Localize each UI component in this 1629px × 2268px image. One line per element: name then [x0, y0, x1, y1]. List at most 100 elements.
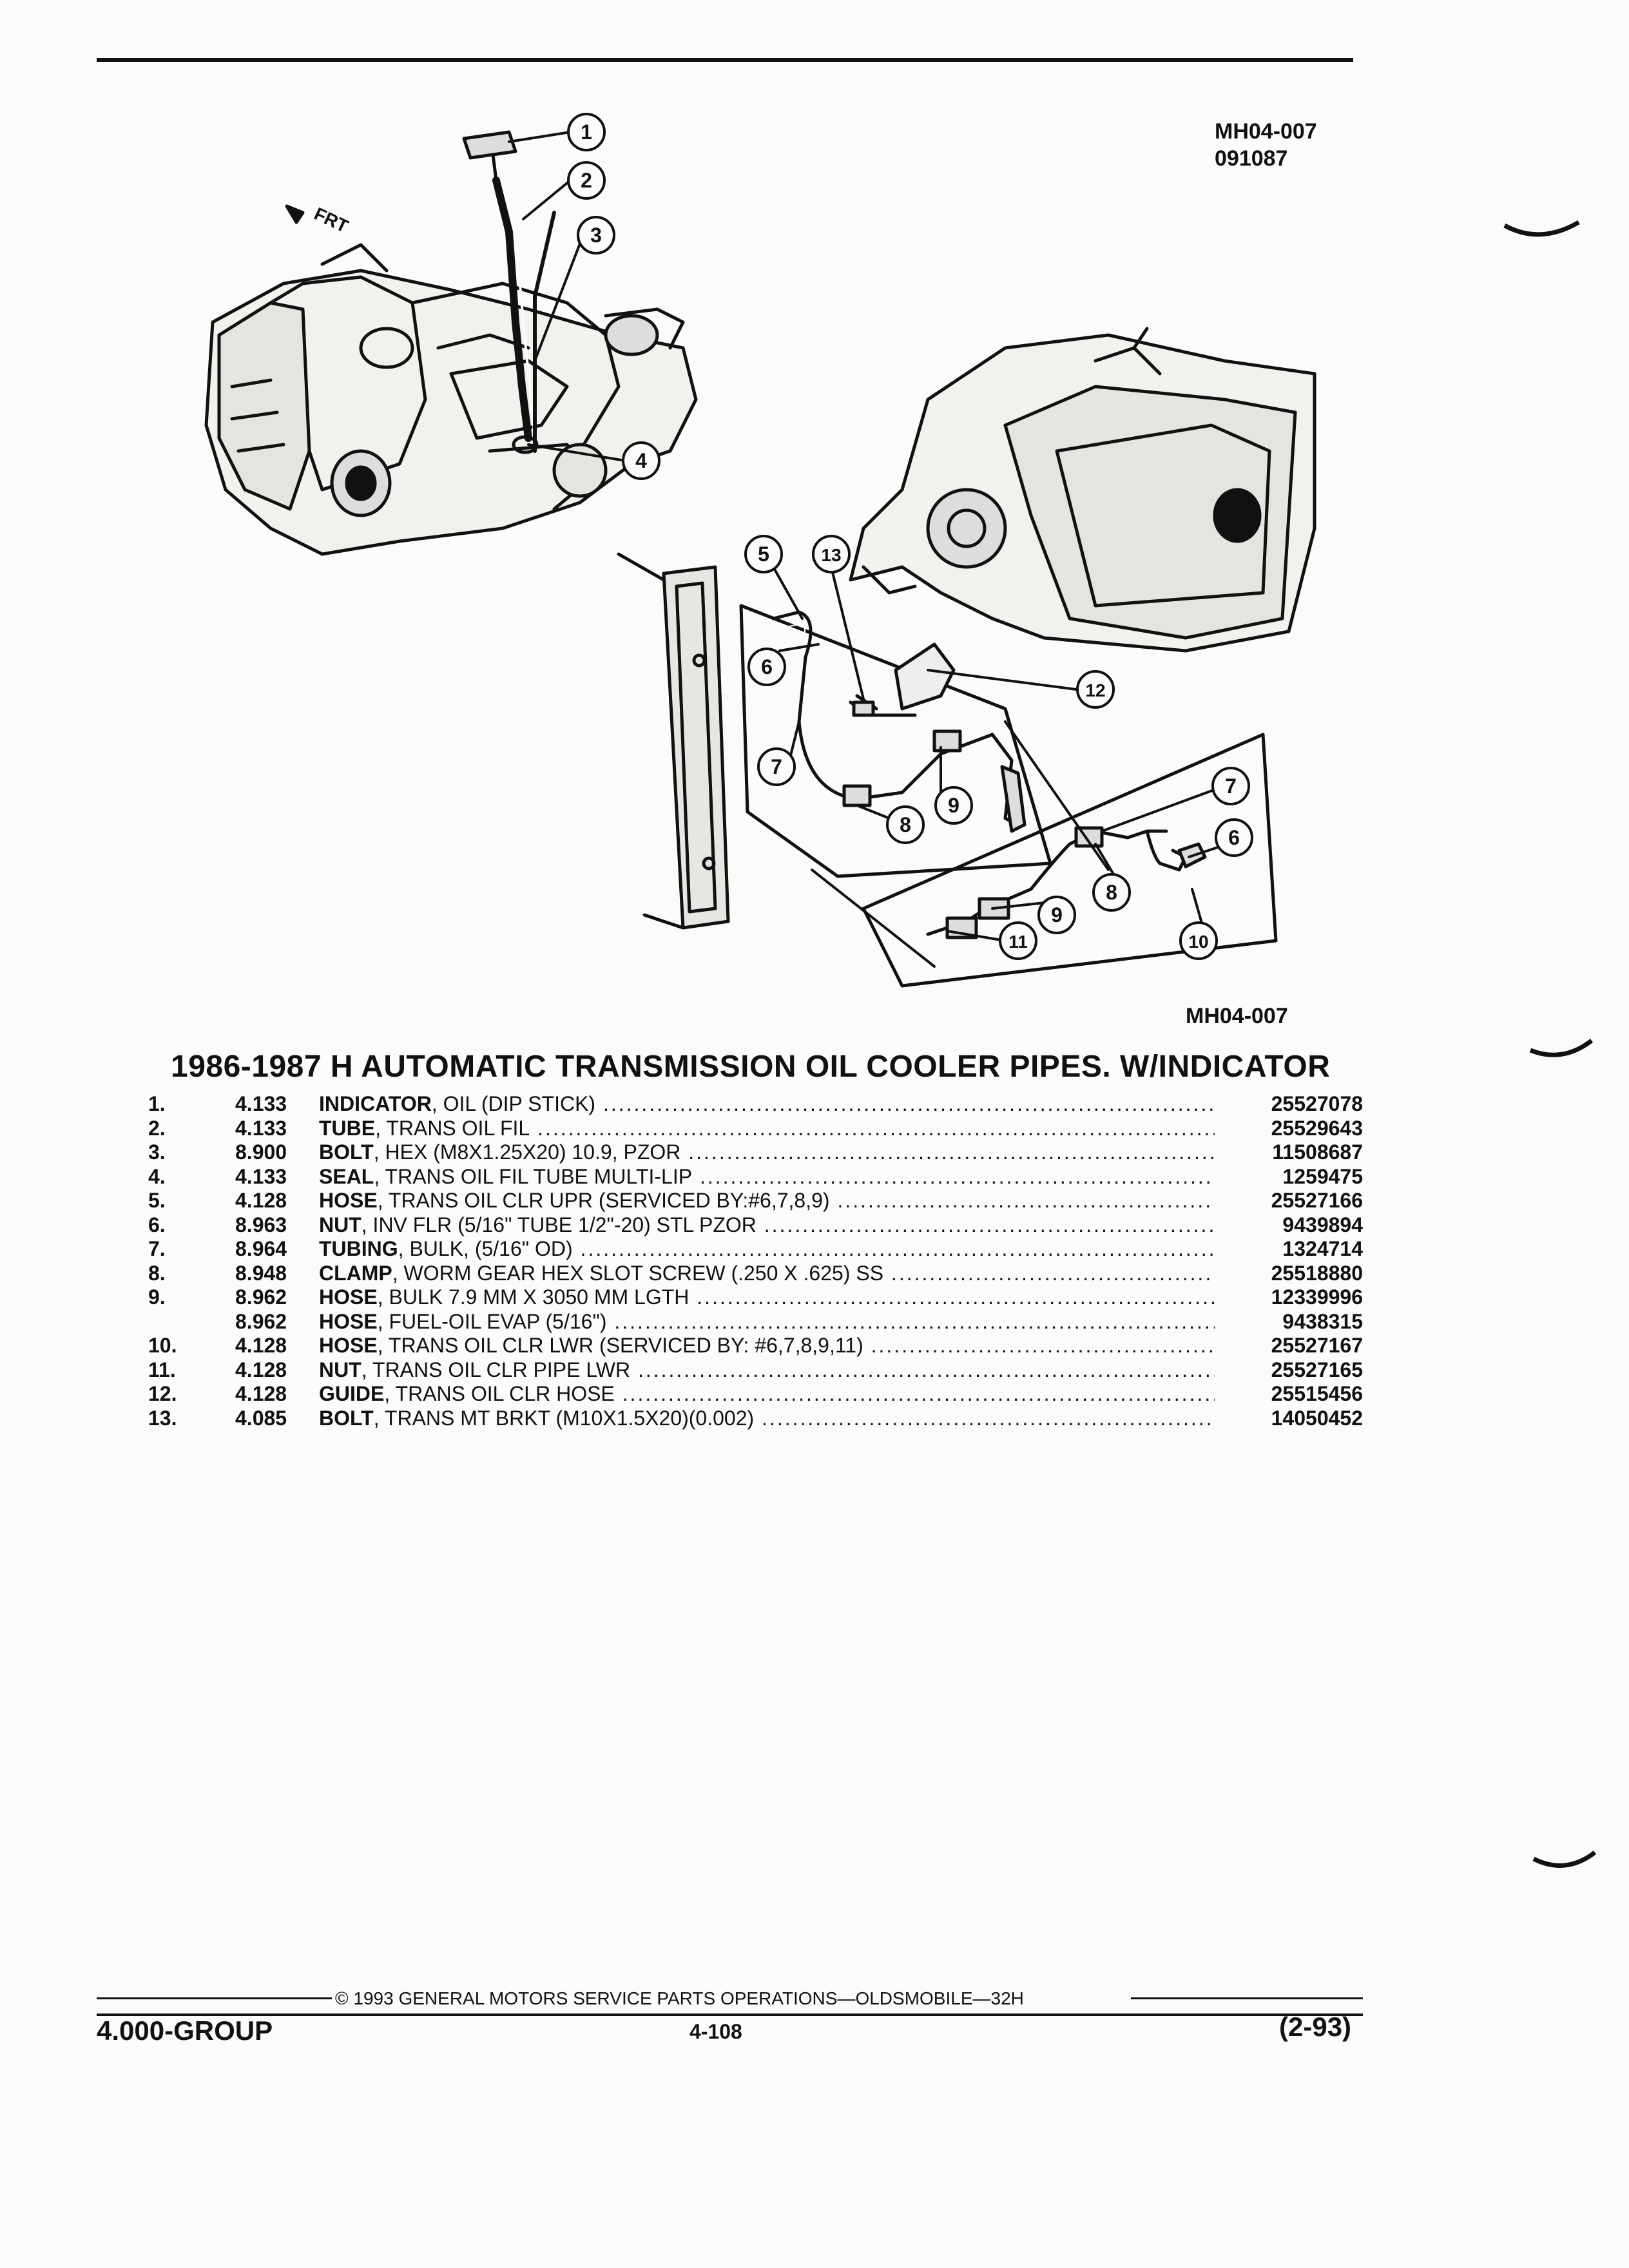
- part-description: BOLT, TRANS MT BRKT (M10X1.5X20)(0.002): [319, 1407, 1215, 1431]
- part-description: TUBING, BULK, (5/16" OD): [319, 1237, 1215, 1262]
- part-name: HOSE: [319, 1189, 378, 1212]
- part-detail: , BULK 7.9 MM X 3050 MM LGTH: [377, 1285, 689, 1309]
- group-label: 4.000-GROUP: [97, 2015, 273, 2046]
- item-number: 1.: [148, 1092, 166, 1115]
- upper-hose-drawing: [739, 604, 1052, 878]
- part-name: BOLT: [319, 1406, 374, 1430]
- group-code: 8.962: [235, 1309, 287, 1333]
- footer-rule-bottom: [97, 2013, 1363, 2016]
- part-name: CLAMP: [319, 1261, 392, 1285]
- part-description: HOSE, TRANS OIL CLR LWR (SERVICED BY: #6…: [319, 1334, 1215, 1358]
- part-number: 25515456: [1221, 1382, 1363, 1407]
- part-name: HOSE: [319, 1334, 378, 1357]
- radiator-tank-drawing: [617, 552, 730, 930]
- callout-label: 2: [581, 169, 592, 192]
- callout-label: 5: [758, 543, 769, 566]
- dipstick-drawing: [462, 130, 556, 454]
- group-code: 4.128: [235, 1189, 287, 1212]
- part-number: 1259475: [1221, 1164, 1363, 1189]
- part-description: INDICATOR, OIL (DIP STICK): [319, 1092, 1215, 1117]
- part-name: INDICATOR: [319, 1092, 432, 1115]
- group-code: 4.128: [235, 1358, 287, 1381]
- figure-code: MH04-007: [1215, 119, 1317, 144]
- part-number: 9439894: [1221, 1213, 1363, 1237]
- callout-label: 9: [948, 794, 959, 817]
- transaxle-left-drawing: [204, 243, 698, 556]
- parts-row: 7. 8.964 TUBING, BULK, (5/16" OD)1324714: [148, 1237, 1363, 1262]
- part-number: 25527166: [1221, 1189, 1363, 1213]
- callout-label: 3: [590, 224, 602, 247]
- item-number: 6.: [148, 1213, 166, 1236]
- part-description: CLAMP, WORM GEAR HEX SLOT SCREW (.250 X …: [319, 1262, 1215, 1286]
- part-detail: , INV FLR (5/16" TUBE 1/2"-20) STL PZOR: [361, 1213, 757, 1236]
- leader-lines: [508, 131, 1229, 968]
- part-detail: , TRANS OIL CLR HOSE: [384, 1382, 615, 1405]
- item-number: 13.: [148, 1406, 177, 1430]
- group-code: 4.128: [235, 1382, 287, 1405]
- part-number: 14050452: [1221, 1406, 1363, 1430]
- part-detail: , HEX (M8X1.25X20) 10.9, PZOR: [373, 1140, 681, 1164]
- parts-row: 13. 4.085 BOLT, TRANS MT BRKT (M10X1.5X20)…: [148, 1406, 1363, 1431]
- part-number: 25518880: [1221, 1261, 1363, 1285]
- part-detail: , TRANS OIL CLR UPR (SERVICED BY:#6,7,8,…: [377, 1189, 830, 1212]
- callout-label: 8: [1106, 881, 1117, 904]
- item-number: 8.: [148, 1261, 166, 1285]
- parts-row: 3. 8.900 BOLT, HEX (M8X1.25X20) 10.9, PZOR…: [148, 1140, 1363, 1165]
- figure-code-bottom: MH04-007: [1186, 1004, 1288, 1028]
- part-detail: , OIL (DIP STICK): [431, 1092, 596, 1115]
- item-number: 2.: [148, 1116, 166, 1140]
- footer-rule-right: [1131, 1997, 1363, 1999]
- item-number: 7.: [148, 1237, 166, 1260]
- item-number: 12.: [148, 1382, 177, 1405]
- parts-row: 8. 8.948 CLAMP, WORM GEAR HEX SLOT SCREW (…: [148, 1261, 1363, 1286]
- footer-rule-left: [97, 1997, 332, 1999]
- group-code: 8.964: [235, 1237, 287, 1260]
- group-code: 4.128: [235, 1334, 287, 1357]
- revision-date: (2-93): [1279, 2012, 1352, 2042]
- part-detail: , TRANS OIL CLR LWR (SERVICED BY: #6,7,8…: [377, 1334, 863, 1357]
- part-name: TUBE: [319, 1116, 376, 1140]
- part-description: TUBE, TRANS OIL FIL: [319, 1117, 1215, 1141]
- callout-label: 9: [1051, 903, 1063, 927]
- callout-label: 8: [900, 813, 911, 836]
- part-name: HOSE: [319, 1309, 378, 1333]
- group-code: 8.948: [235, 1261, 287, 1285]
- callout-label: 6: [1228, 826, 1240, 849]
- callout-label: 7: [1225, 774, 1237, 798]
- part-detail: , FUEL-OIL EVAP (5/16"): [377, 1309, 607, 1333]
- part-number: 12339996: [1221, 1285, 1363, 1310]
- part-description: HOSE, BULK 7.9 MM X 3050 MM LGTH: [319, 1285, 1215, 1310]
- part-name: TUBING: [319, 1237, 398, 1260]
- item-number: 4.: [148, 1164, 166, 1188]
- part-number: 25527078: [1221, 1092, 1363, 1117]
- part-name: GUIDE: [319, 1382, 385, 1405]
- copyright-text: © 1993 GENERAL MOTORS SERVICE PARTS OPER…: [335, 1988, 1024, 2008]
- margin-mark: [1532, 1850, 1597, 1868]
- callout-label: 13: [821, 545, 841, 565]
- callout-circles: [567, 113, 1253, 960]
- callout-label: 4: [635, 449, 647, 472]
- front-arrow: [285, 204, 305, 224]
- group-code: 4.133: [235, 1164, 287, 1188]
- callout-label: 10: [1188, 932, 1208, 952]
- callout-label: 11: [1008, 932, 1028, 952]
- group-code: 4.085: [235, 1406, 287, 1430]
- part-detail: , WORM GEAR HEX SLOT SCREW (.250 X .625)…: [392, 1261, 884, 1285]
- group-code: 4.133: [235, 1116, 287, 1140]
- callout-label: 1: [581, 120, 592, 144]
- part-number: 1324714: [1221, 1237, 1363, 1262]
- part-name: SEAL: [319, 1164, 374, 1188]
- part-description: GUIDE, TRANS OIL CLR HOSE: [319, 1382, 1215, 1407]
- group-code: 8.900: [235, 1140, 287, 1164]
- part-description: BOLT, HEX (M8X1.25X20) 10.9, PZOR: [319, 1140, 1215, 1165]
- item-number: 3.: [148, 1140, 166, 1164]
- part-detail: , TRANS MT BRKT (M10X1.5X20)(0.002): [373, 1406, 755, 1430]
- callout-label: 6: [761, 655, 773, 678]
